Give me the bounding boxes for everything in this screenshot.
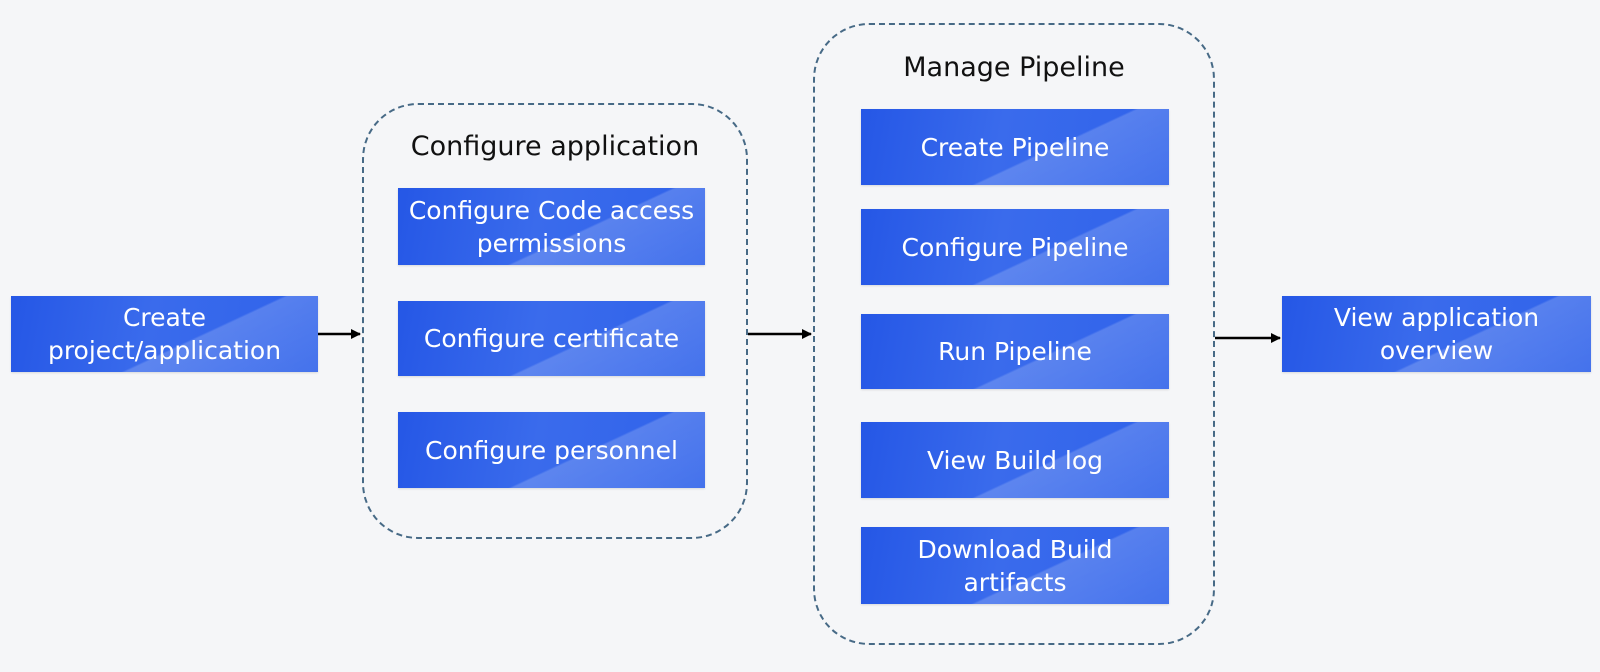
download-build-artifacts-label: Download Build artifacts [917, 534, 1113, 597]
manage-pipeline-title: Manage Pipeline [903, 52, 1125, 83]
configure-pipeline-label: Configure Pipeline [901, 232, 1129, 262]
create-pipeline-box: Create Pipeline [861, 109, 1169, 185]
run-pipeline-label: Run Pipeline [938, 337, 1092, 366]
configure-code-access-label: Configure Code access permissions [408, 195, 695, 258]
create-project-box: Create project/application [11, 296, 318, 372]
manage-pipeline-group: Manage Pipeline [813, 23, 1215, 645]
create-project-label: Create project/application [47, 303, 282, 365]
create-pipeline-label: Create Pipeline [920, 132, 1110, 162]
view-build-log-label: View Build log [926, 445, 1104, 475]
view-build-log-box: View Build log [861, 422, 1169, 498]
run-pipeline-box: Run Pipeline [861, 314, 1169, 389]
configure-code-access-box: Configure Code access permissions [398, 188, 705, 265]
configure-certificate-box: Configure certificate [398, 301, 705, 376]
configure-personnel-label: Configure personnel [425, 435, 678, 465]
view-application-overview-box: View application overview [1282, 296, 1591, 372]
download-build-artifacts-box: Download Build artifacts [861, 527, 1169, 604]
configure-application-group: Configure application [362, 103, 748, 539]
view-application-overview-label: View application overview [1333, 303, 1540, 365]
configure-personnel-box: Configure personnel [398, 412, 705, 488]
configure-certificate-label: Configure certificate [423, 324, 680, 353]
configure-application-title: Configure application [410, 131, 700, 162]
configure-pipeline-box: Configure Pipeline [861, 209, 1169, 285]
